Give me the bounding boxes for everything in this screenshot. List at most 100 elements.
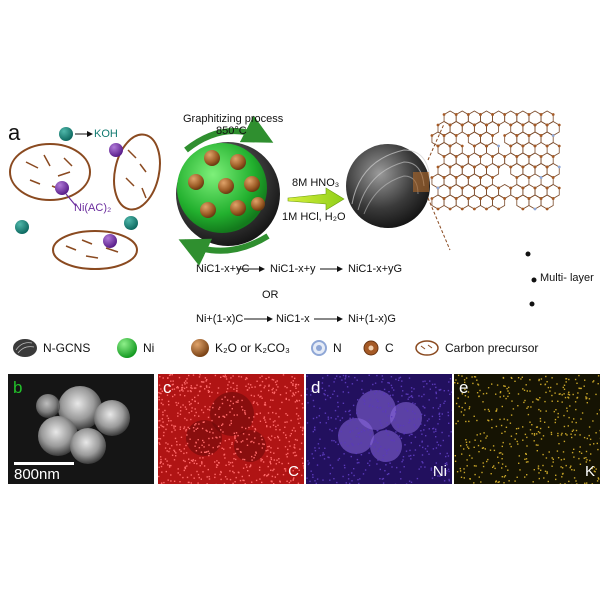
signal-dot (322, 479, 324, 481)
signal-dot (284, 421, 286, 423)
signal-dot (250, 464, 252, 466)
signal-dot (231, 443, 233, 445)
signal-dot (384, 470, 386, 472)
signal-dot (194, 424, 196, 426)
lattice-atom (430, 134, 434, 137)
signal-dot (504, 385, 506, 387)
signal-dot (481, 447, 484, 449)
signal-dot (162, 414, 164, 416)
signal-dot (367, 462, 369, 464)
signal-dot (444, 463, 447, 465)
signal-dot (421, 461, 423, 463)
signal-dot (170, 480, 172, 482)
lattice-atom (503, 155, 507, 158)
signal-dot (291, 376, 293, 378)
lattice-atom (533, 123, 537, 127)
signal-dot (165, 442, 167, 444)
signal-dot (526, 390, 528, 392)
signal-dot (180, 450, 182, 452)
signal-dot (495, 481, 497, 483)
signal-dot (474, 439, 476, 441)
signal-dot (514, 480, 516, 482)
signal-dot (350, 455, 352, 458)
lattice-atom (515, 113, 519, 116)
signal-dot (257, 394, 260, 396)
signal-dot (357, 432, 359, 435)
lattice-atom (442, 113, 446, 116)
signal-dot (233, 432, 235, 434)
signal-dot (357, 479, 359, 481)
signal-dot (168, 404, 170, 406)
signal-dot (477, 444, 480, 447)
signal-dot (250, 384, 252, 386)
panel-b-sem: b 800nm (8, 374, 154, 484)
signal-dot (519, 469, 521, 471)
legend-ni: Ni (116, 336, 154, 360)
signal-dot (542, 453, 544, 456)
signal-dot (568, 480, 570, 483)
signal-dot (158, 408, 160, 411)
signal-dot (518, 455, 520, 457)
signal-dot (389, 394, 392, 397)
signal-dot (187, 481, 190, 484)
signal-dot (426, 420, 429, 422)
signal-dot (270, 399, 272, 401)
signal-dot (575, 480, 577, 482)
signal-dot (260, 395, 262, 398)
signal-dot (250, 441, 252, 443)
signal-dot (236, 448, 238, 450)
signal-dot (274, 381, 277, 383)
signal-dot (552, 461, 554, 463)
signal-dot (275, 412, 277, 415)
lattice-atom (527, 134, 531, 137)
signal-dot (162, 434, 165, 437)
signal-dot (215, 466, 218, 468)
signal-dot (511, 400, 513, 402)
signal-dot (387, 382, 389, 384)
signal-dot (282, 374, 285, 376)
signal-dot (306, 394, 308, 396)
signal-dot (173, 459, 176, 461)
signal-dot (412, 402, 414, 404)
signal-dot (450, 431, 452, 433)
signal-dot (208, 444, 210, 446)
signal-dot (239, 451, 242, 453)
signal-dot (178, 449, 181, 451)
signal-dot (586, 402, 588, 404)
signal-dot (271, 475, 274, 478)
signal-dot (386, 452, 388, 455)
signal-dot (463, 471, 466, 474)
signal-dot (263, 474, 265, 477)
signal-dot (476, 379, 478, 381)
lattice-atom (497, 144, 501, 148)
signal-dot (270, 439, 272, 441)
signal-dot (242, 433, 245, 435)
signal-dot (399, 471, 401, 473)
signal-dot (179, 394, 181, 396)
signal-dot (159, 456, 162, 458)
signal-dot (561, 432, 563, 435)
signal-dot (230, 420, 232, 422)
signal-dot (410, 481, 413, 483)
signal-dot (395, 431, 397, 433)
signal-dot (435, 397, 438, 399)
signal-dot (527, 413, 530, 416)
signal-dot (562, 386, 564, 389)
hexagon-ring (540, 194, 554, 210)
signal-dot (230, 386, 232, 389)
acid-top-label: 8M HNO₃ (292, 177, 340, 189)
koh-sphere (59, 127, 73, 141)
signal-dot (302, 428, 304, 430)
signal-dot (244, 410, 246, 412)
signal-dot (226, 391, 228, 393)
signal-dot (294, 377, 296, 380)
signal-dot (273, 459, 275, 461)
signal-dot (158, 391, 160, 394)
signal-dot (258, 469, 261, 471)
signal-dot (183, 381, 186, 384)
signal-dot (333, 440, 335, 442)
signal-dot (557, 412, 559, 415)
signal-dot (487, 408, 490, 411)
signal-dot (563, 440, 566, 443)
signal-dot (277, 435, 279, 438)
